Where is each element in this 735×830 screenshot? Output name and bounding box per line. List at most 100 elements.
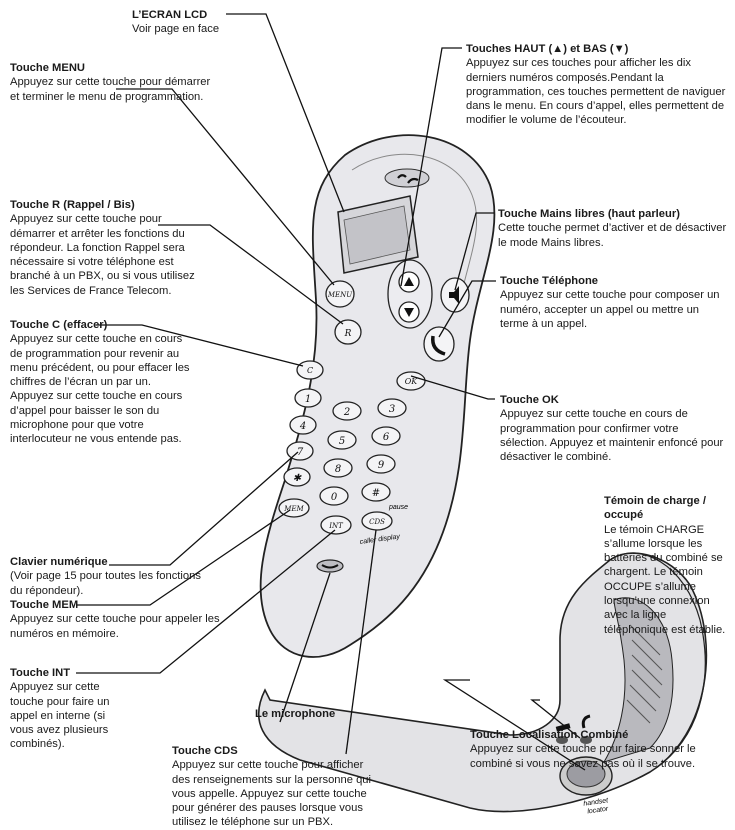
callout-cds: Touche CDS Appuyez sur cette touche pour… (172, 744, 377, 830)
digit-0-label: 0 (331, 492, 338, 503)
digit-5-label: 5 (339, 436, 345, 447)
callout-tel: Touche Téléphone Appuyez sur cette touch… (500, 274, 728, 331)
digit-1-label: 1 (305, 394, 311, 405)
callout-mains: Touche Mains libres (haut parleur) Cette… (498, 207, 728, 250)
phone-key[interactable] (423, 326, 455, 362)
digit-key-8[interactable]: 8 (323, 458, 353, 478)
int-key[interactable]: INT (320, 515, 352, 535)
locator-label-1: handset (583, 797, 610, 808)
leader-lines (76, 13, 586, 771)
callout-mem: Touche MEM Appuyez sur cette touche pour… (10, 598, 220, 641)
star-key-label: ✱ (293, 473, 302, 484)
hash-key-label: # (372, 488, 380, 499)
digit-7-label: 7 (297, 447, 304, 458)
digit-key-1[interactable]: 1 (294, 388, 322, 408)
callout-int: Touche INT Appuyez sur cette touche pour… (10, 666, 130, 752)
callout-clavier-title: Clavier numérique (10, 556, 108, 568)
cds-key[interactable]: CDS (361, 511, 393, 531)
callout-lcd-title: L’ECRAN LCD (132, 9, 208, 21)
cds-key-label: CDS (369, 518, 385, 526)
c-key[interactable]: C (296, 360, 324, 380)
callout-temoin: Témoin de charge / occupé Le témoin CHAR… (604, 494, 732, 637)
callout-menu-title: Touche MENU (10, 62, 85, 74)
callout-int-desc: Appuyez sur cette touche pour faire un a… (10, 681, 110, 751)
menu-key[interactable]: MENU (325, 280, 355, 308)
callout-hautbas-desc: Appuyez sur ces touches pour afficher le… (466, 57, 726, 127)
digit-9-label: 9 (378, 460, 385, 471)
callout-hautbas: Touches HAUT (▲) et BAS (▼) Appuyez sur … (466, 42, 728, 128)
star-key[interactable]: ✱ (283, 467, 311, 487)
digit-key-7[interactable]: 7 (286, 441, 314, 461)
nav-updown-key[interactable] (387, 259, 433, 329)
callout-cds-title: Touche CDS (172, 745, 238, 757)
callout-ok-title: Touche OK (500, 394, 559, 406)
digit-key-9[interactable]: 9 (366, 454, 396, 474)
digit-key-6[interactable]: 6 (371, 426, 401, 446)
callout-lcd-desc: Voir page en face (132, 23, 220, 36)
callout-ok-desc: Appuyez sur cette touche en cours de pro… (500, 408, 724, 464)
digit-key-3[interactable]: 3 (377, 398, 407, 418)
callout-locator-title: Touche Localisation Combiné (470, 729, 629, 741)
handset-body (259, 134, 496, 658)
callout-tel-desc: Appuyez sur cette touche pour composer u… (500, 289, 720, 330)
microphone (316, 559, 344, 573)
callout-ok: Touche OK Appuyez sur cette touche en co… (500, 393, 728, 464)
earpiece (384, 168, 430, 188)
callout-r-title: Touche R (Rappel / Bis) (10, 199, 135, 211)
digit-8-label: 8 (335, 464, 341, 475)
digit-4-label: 4 (299, 421, 306, 432)
callout-clavier: Clavier numérique (Voir page 15 pour tou… (10, 555, 210, 598)
callout-r-desc: Appuyez sur cette touche pour démarrer e… (10, 213, 195, 297)
base-speaker-grill (626, 624, 663, 724)
callout-r: Touche R (Rappel / Bis) Appuyez sur cett… (10, 198, 198, 298)
digit-3-label: 3 (389, 404, 395, 415)
charge-busy-indicator (555, 714, 592, 744)
callout-c-title: Touche C (effacer) (10, 319, 108, 331)
handsfree-key[interactable] (440, 277, 470, 313)
callout-micro: Le microphone (255, 707, 365, 721)
callout-temoin-title: Témoin de charge / occupé (604, 495, 706, 522)
digit-2-label: 2 (343, 407, 350, 418)
ok-key-label: OK (405, 377, 419, 386)
callout-mem-desc: Appuyez sur cette touche pour appeler le… (10, 613, 220, 640)
down-arrow-icon (404, 308, 414, 317)
mem-key-label: MEM (283, 505, 304, 513)
digit-6-label: 6 (383, 432, 390, 443)
phone-icon (431, 335, 446, 356)
speaker-icon (449, 286, 459, 304)
ok-key[interactable]: OK (396, 371, 426, 391)
callout-locator-desc: Appuyez sur cette touche pour faire sonn… (470, 743, 696, 770)
callout-mains-desc: Cette touche permet d’activer et de désa… (498, 222, 727, 249)
base-body (257, 552, 708, 813)
r-key[interactable]: R (334, 319, 362, 345)
c-key-label: C (307, 366, 313, 375)
menu-key-label: MENU (327, 291, 353, 299)
hash-key[interactable]: # (361, 482, 391, 502)
callout-micro-title: Le microphone (255, 708, 336, 720)
brand-logo (397, 174, 419, 184)
callout-mem-title: Touche MEM (10, 599, 79, 611)
callout-int-title: Touche INT (10, 667, 71, 679)
callout-menu: Touche MENU Appuyez sur cette touche pou… (10, 61, 215, 104)
callout-cds-desc: Appuyez sur cette touche pour afficher d… (172, 759, 372, 829)
locator-label-2: locator (587, 805, 609, 815)
callout-mains-title: Touche Mains libres (haut parleur) (498, 208, 680, 220)
callout-lcd: L’ECRAN LCD Voir page en face (132, 8, 242, 37)
callout-tel-title: Touche Téléphone (500, 275, 598, 287)
callout-c-desc: Appuyez sur cette touche en cours de pro… (10, 333, 190, 446)
mem-key[interactable]: MEM (278, 498, 310, 518)
r-key-label: R (344, 329, 352, 339)
callout-temoin-desc: Le témoin CHARGE s’allume lorsque les ba… (604, 523, 726, 636)
digit-key-0[interactable]: 0 (319, 486, 349, 506)
pause-label: pause (388, 504, 408, 511)
callout-hautbas-title: Touches HAUT (▲) et BAS (▼) (466, 43, 629, 55)
digit-key-2[interactable]: 2 (332, 401, 362, 421)
int-key-label: INT (328, 522, 344, 530)
callout-c: Touche C (effacer) Appuyez sur cette tou… (10, 318, 194, 447)
callout-locator: Touche Localisation Combiné Appuyez sur … (470, 728, 720, 771)
callout-menu-desc: Appuyez sur cette touche pour démarrer e… (10, 76, 211, 103)
up-arrow-icon (404, 277, 414, 286)
digit-key-4[interactable]: 4 (289, 415, 317, 435)
digit-key-5[interactable]: 5 (327, 430, 357, 450)
